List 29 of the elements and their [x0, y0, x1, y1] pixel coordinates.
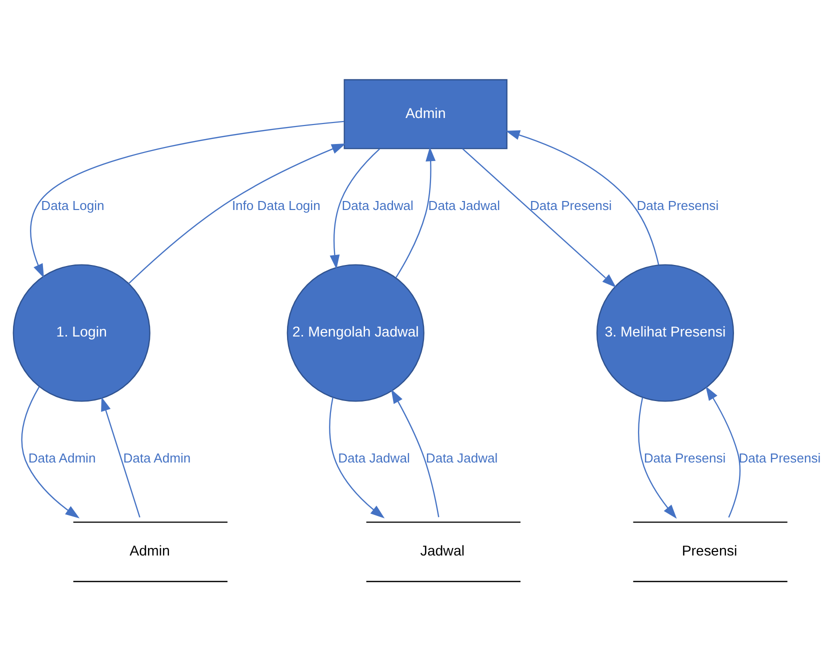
- edge-label: Data Jadwal: [428, 198, 500, 213]
- node-text: Admin: [130, 544, 170, 560]
- edge-label: Data Presensi: [644, 450, 726, 466]
- edge-label: Data Jadwal: [338, 450, 410, 466]
- edge-label: Data Presensi: [636, 198, 719, 213]
- arrow: [329, 397, 385, 518]
- node-circle: 2. Mengolah Jadwal: [286, 264, 424, 402]
- edge-label: Data Presensi: [530, 198, 612, 213]
- arrow: [706, 386, 741, 518]
- edge-label: Data Login: [41, 198, 104, 213]
- arrow: [30, 120, 344, 278]
- arrow: [101, 396, 140, 518]
- edge-label: Data Jadwal: [426, 450, 498, 466]
- arrow: [462, 148, 616, 288]
- arrow: [638, 397, 677, 519]
- arrow: [391, 389, 440, 518]
- edge-label: Data Admin: [123, 450, 191, 466]
- node-text: Presensi: [682, 544, 738, 560]
- arrow: [21, 386, 80, 518]
- node-text: Jadwal: [420, 544, 465, 560]
- arrow: [396, 146, 436, 278]
- edge-label: Data Presensi: [738, 450, 821, 466]
- arrow: [128, 144, 346, 284]
- edge-label: Data Admin: [28, 450, 96, 466]
- edge-label: Data Jadwal: [342, 198, 414, 213]
- node-box: Admin: [344, 79, 508, 150]
- arrow: [330, 148, 380, 270]
- arrow: [506, 130, 660, 266]
- edge-label: Info Data Login: [232, 198, 320, 213]
